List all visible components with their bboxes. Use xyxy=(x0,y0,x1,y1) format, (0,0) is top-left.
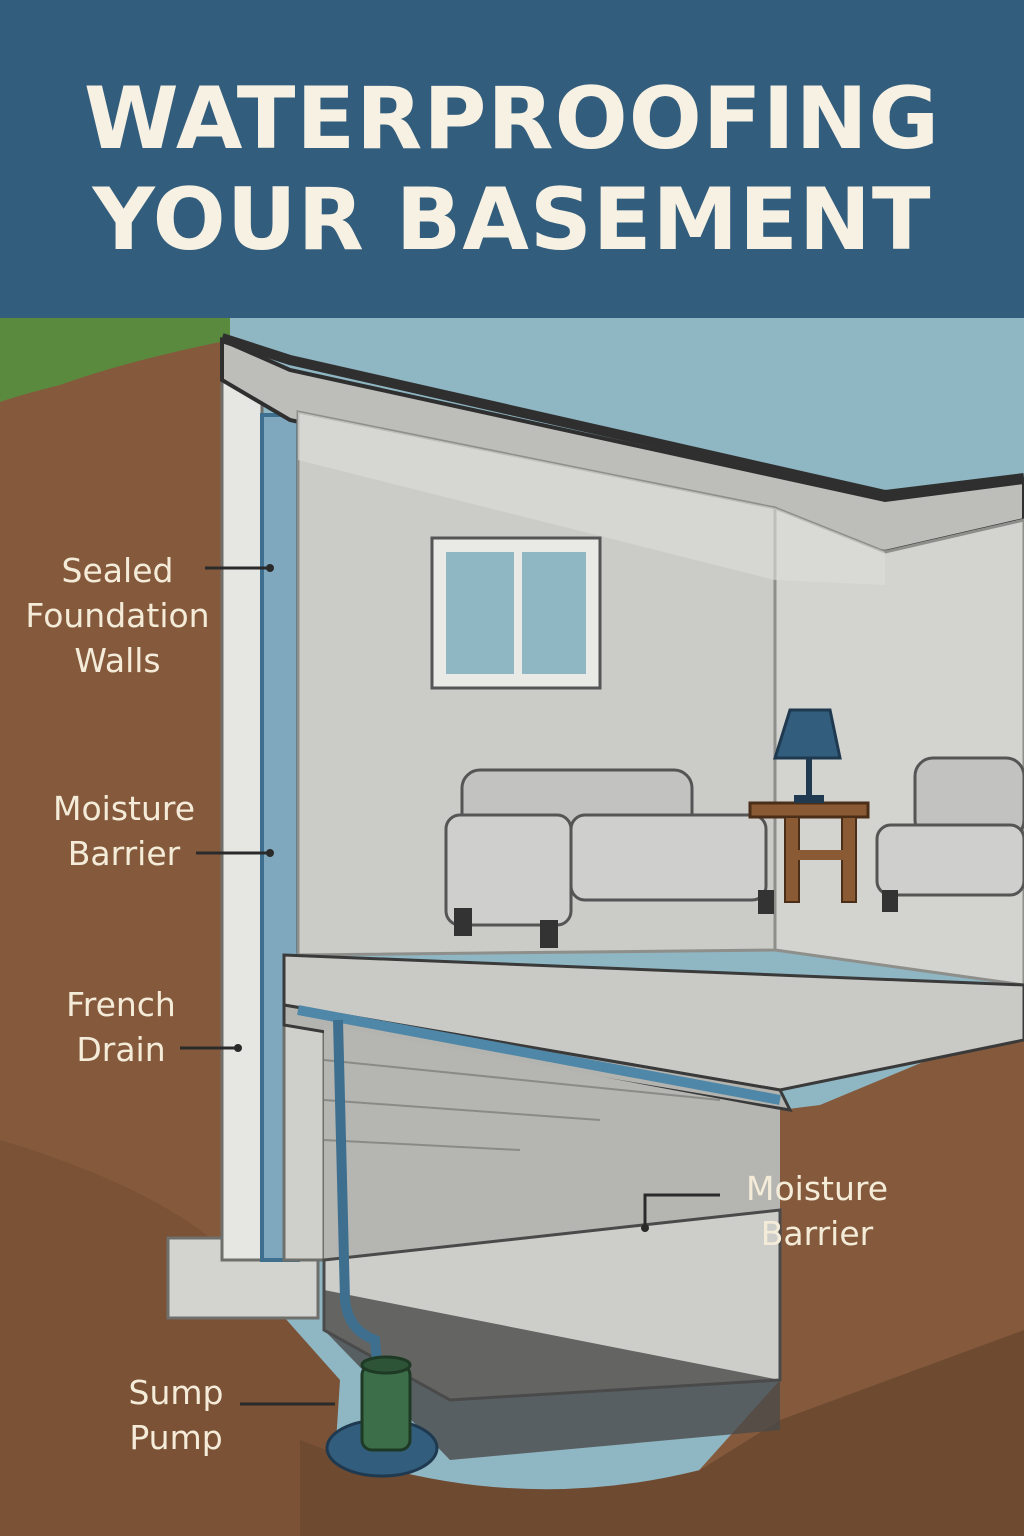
callout-line: Sump xyxy=(128,1373,224,1412)
side-table xyxy=(748,801,870,903)
title-line-1: WATERPROOFING xyxy=(83,69,941,169)
soil-bottom xyxy=(300,1330,1024,1536)
sump-pump xyxy=(325,1355,439,1478)
callout-line: Sealed xyxy=(61,551,174,590)
callout-sealed-foundation-walls: Sealed Foundation Walls xyxy=(20,548,215,683)
callout-line: French xyxy=(66,985,176,1024)
grass xyxy=(0,318,230,402)
second-sofa xyxy=(875,756,1024,912)
callout-line: Pump xyxy=(129,1418,223,1457)
ceiling-slab xyxy=(220,336,1024,555)
soil-lower xyxy=(0,1140,340,1536)
callout-line: Foundation xyxy=(25,596,210,635)
lower-wall xyxy=(282,1003,326,1262)
callout-line: Walls xyxy=(74,641,161,680)
callout-line: Moisture xyxy=(52,789,196,828)
foundation-wall xyxy=(220,358,264,1262)
callout-line: Moisture xyxy=(745,1169,889,1208)
sofa xyxy=(444,768,774,948)
title-line-2: YOUR BASEMENT xyxy=(92,170,932,270)
drain-pipe xyxy=(333,1019,383,1376)
window-glass-left xyxy=(446,552,514,674)
callout-french-drain: French Drain xyxy=(46,982,196,1072)
callout-line: Drain xyxy=(76,1030,166,1069)
leader-moisture-barrier-floor xyxy=(643,1193,720,1228)
callout-sump-pump: Sump Pump xyxy=(110,1370,242,1460)
roof-edge xyxy=(220,333,1024,501)
title-banner: WATERPROOFING YOUR BASEMENT xyxy=(0,0,1024,318)
window-glass-right xyxy=(522,552,586,674)
lamp xyxy=(772,708,842,803)
floor-slab xyxy=(282,953,1024,1092)
back-wall-top xyxy=(298,412,885,585)
gravel-bed xyxy=(324,1290,780,1460)
callout-line: Barrier xyxy=(67,834,181,873)
callout-line: Barrier xyxy=(760,1214,874,1253)
slab-moisture-barrier xyxy=(297,1005,781,1105)
callout-moisture-barrier-wall: Moisture Barrier xyxy=(36,786,212,876)
callout-moisture-barrier-floor: Moisture Barrier xyxy=(724,1166,910,1256)
